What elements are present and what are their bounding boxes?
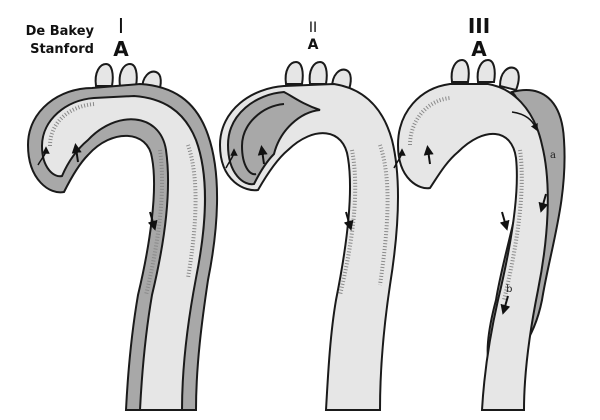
flow-arrow — [499, 211, 510, 231]
stanford-label: Stanford — [30, 42, 94, 57]
flow-arrow — [257, 145, 268, 165]
type-3-debakey: III — [467, 14, 491, 38]
panel-type-2 — [218, 60, 399, 411]
false-lumen — [226, 90, 321, 186]
type-2-stanford: A — [307, 37, 319, 53]
type-3-stanford: A — [471, 37, 487, 61]
arch-branch-vessels — [450, 58, 520, 92]
flow-arrow — [343, 211, 354, 231]
flow-arrow — [71, 143, 82, 163]
flow-arrow — [500, 295, 511, 315]
flow-arrow — [511, 111, 538, 132]
true-lumen — [40, 94, 206, 411]
type-1-debakey: I — [118, 14, 124, 38]
flow-arrow — [147, 211, 158, 231]
panel-type-1 — [26, 62, 219, 411]
flow-arrow — [37, 146, 50, 166]
flow-arrow — [225, 148, 238, 169]
annotation-b: b — [506, 284, 512, 295]
flow-arrow — [393, 148, 406, 169]
type-1-stanford: A — [113, 37, 129, 61]
flow-arrow — [538, 193, 549, 213]
annotation-a: a — [550, 150, 556, 161]
type-2-debakey: II — [308, 20, 318, 36]
panel-type-3: a b — [393, 58, 566, 411]
aorta-lumen — [396, 83, 549, 411]
flow-arrow — [423, 145, 434, 165]
debakey-label: De Bakey — [25, 24, 94, 39]
arch-branch-vessels — [94, 62, 162, 96]
